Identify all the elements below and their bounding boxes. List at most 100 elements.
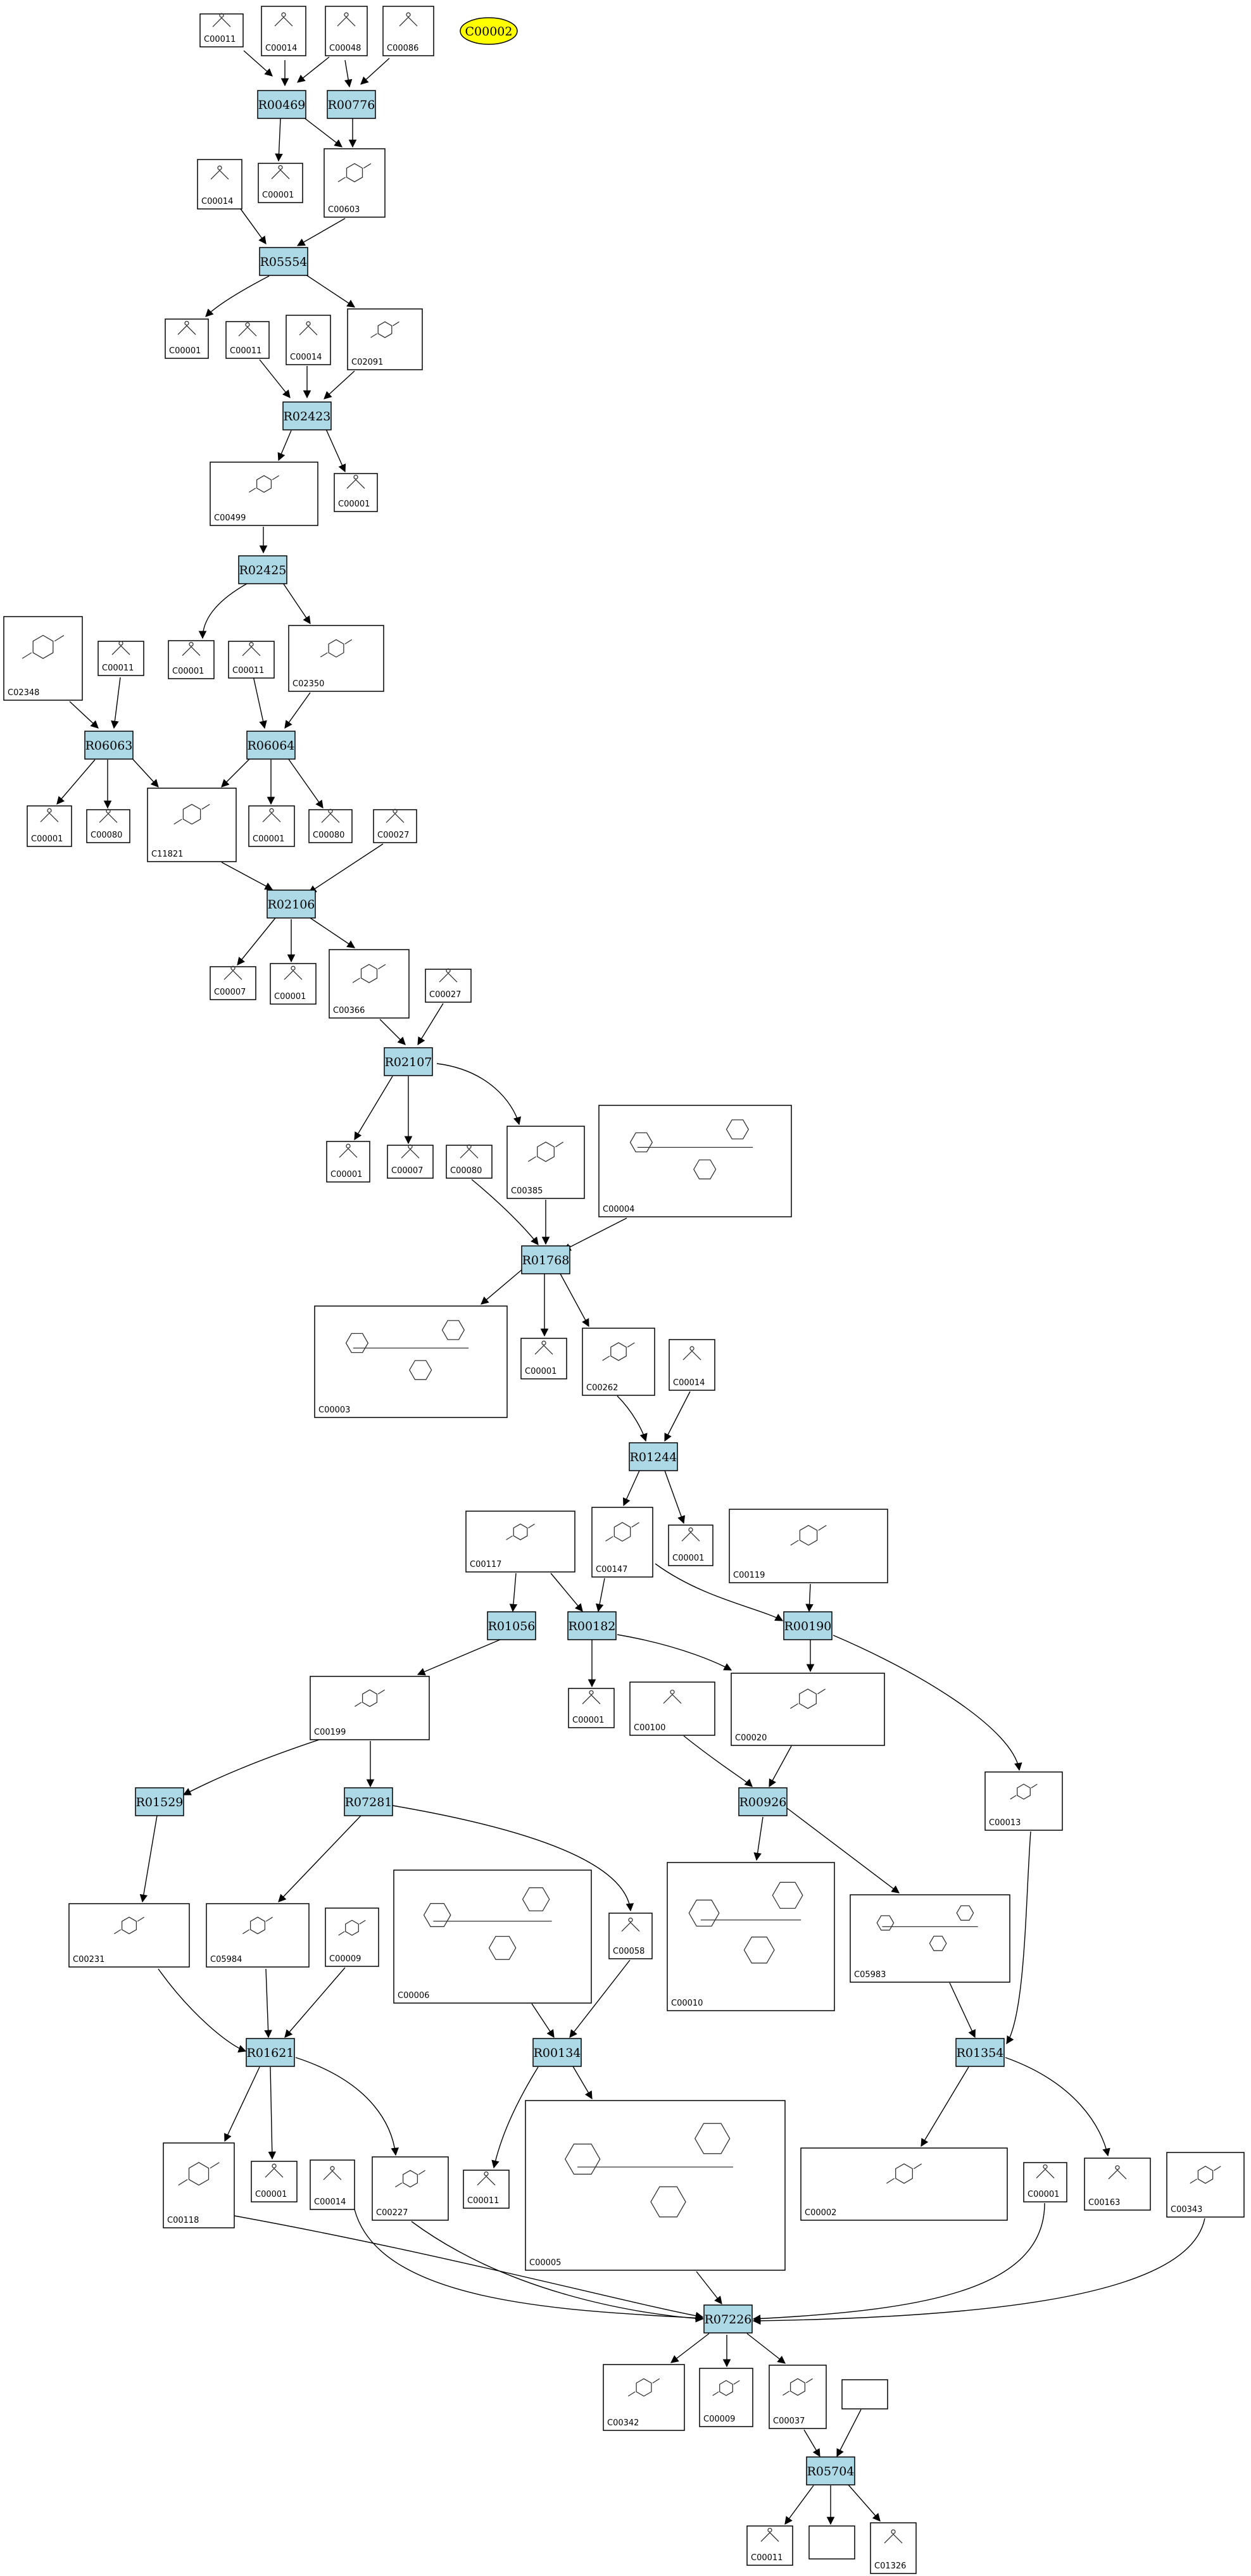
compound-node[interactable]: C00009 [699, 2368, 753, 2427]
compound-node[interactable]: C00119 [729, 1509, 888, 1583]
compound-node[interactable]: C00027 [373, 808, 417, 843]
compound-node[interactable]: C11821 [147, 788, 237, 862]
compound-node[interactable]: C00011 [97, 641, 144, 676]
reaction-node[interactable]: R05554 [259, 247, 308, 276]
compound-node[interactable]: C00007 [387, 1144, 434, 1179]
compound-node[interactable]: C00058 [608, 1913, 653, 1959]
structure-icon [1190, 2166, 1221, 2184]
reaction-node[interactable]: R02423 [282, 401, 332, 430]
compound-node[interactable]: C00011 [199, 13, 244, 47]
reaction-node[interactable]: R07226 [703, 2304, 753, 2334]
edge-arrow [344, 60, 353, 88]
compound-node[interactable]: C00231 [68, 1903, 190, 1968]
compound-node[interactable]: C05983 [850, 1894, 1010, 1983]
compound-node[interactable]: C00014 [669, 1339, 715, 1391]
reaction-node[interactable]: R06064 [246, 731, 296, 760]
compound-node[interactable]: C00343 [1166, 2152, 1245, 2218]
compound-node[interactable]: C00118 [163, 2142, 235, 2228]
compound-node[interactable] [808, 2525, 855, 2560]
reaction-node[interactable]: R01244 [629, 1442, 678, 1471]
compound-node[interactable]: C00027 [425, 968, 472, 1003]
reaction-node[interactable]: R00182 [567, 1611, 617, 1640]
reaction-node[interactable]: R05704 [806, 2456, 855, 2485]
structure-icon [370, 321, 399, 338]
compound-node[interactable]: C00048 [325, 6, 368, 56]
reaction-node[interactable]: R00776 [327, 90, 376, 119]
compound-node[interactable]: C00001 [334, 473, 378, 512]
compound-node[interactable]: C00147 [591, 1507, 653, 1578]
compound-node[interactable]: C00014 [286, 315, 331, 365]
reaction-node[interactable]: R00134 [532, 2038, 582, 2067]
compound-node[interactable]: C00199 [310, 1676, 430, 1740]
compound-node[interactable]: C00009 [325, 1907, 379, 1967]
compound-node[interactable]: C00013 [984, 1771, 1063, 1831]
edge-arrow [595, 1578, 605, 1612]
compound-node[interactable] [841, 2379, 888, 2410]
compound-node[interactable]: C00001 [248, 805, 295, 847]
compound-node[interactable]: C00001 [568, 1688, 615, 1728]
compound-node[interactable]: C00342 [603, 2364, 685, 2431]
compound-node[interactable]: C00011 [228, 641, 275, 679]
reaction-node[interactable]: R01056 [487, 1611, 536, 1640]
compound-node[interactable]: C00014 [261, 6, 306, 56]
reaction-node[interactable]: R00926 [738, 1787, 788, 1816]
highlight-node[interactable]: C00002 [460, 17, 518, 45]
compound-node[interactable]: C00037 [769, 2365, 827, 2429]
compound-node[interactable]: C00005 [525, 2100, 786, 2271]
compound-node[interactable]: C00499 [210, 462, 318, 526]
compound-node[interactable]: C00004 [598, 1105, 792, 1217]
compound-node[interactable]: C00080 [308, 808, 353, 843]
edge-arrow [803, 2429, 820, 2458]
compound-node[interactable]: C00603 [324, 148, 386, 218]
reaction-node[interactable]: R01354 [955, 2038, 1005, 2067]
compound-node[interactable]: C00010 [667, 1862, 835, 2011]
compound-node[interactable]: C00001 [251, 2161, 298, 2202]
compound-node[interactable]: C02091 [347, 308, 423, 370]
reaction-node[interactable]: R00190 [783, 1611, 833, 1640]
compound-node[interactable]: C00001 [258, 163, 303, 203]
compound-node[interactable]: C00011 [746, 2525, 793, 2566]
reaction-node[interactable]: R01768 [521, 1245, 570, 1274]
compound-node[interactable]: C00007 [210, 965, 256, 1000]
compound-node[interactable]: C00080 [86, 808, 130, 843]
compound-node[interactable]: C05984 [206, 1903, 310, 1968]
compound-node[interactable]: C00262 [582, 1328, 655, 1396]
compound-node[interactable]: C00086 [382, 6, 434, 56]
compound-node[interactable]: C00001 [270, 963, 317, 1005]
compound-node[interactable]: C00002 [800, 2147, 1008, 2221]
reaction-node[interactable]: R07281 [344, 1787, 393, 1816]
reaction-node[interactable]: R01621 [246, 2038, 295, 2067]
compound-box [382, 6, 434, 56]
compound-node[interactable]: C00001 [168, 640, 215, 679]
reaction-node[interactable]: R02107 [384, 1047, 433, 1076]
compound-node[interactable]: C00001 [165, 318, 209, 359]
compound-node[interactable]: C00117 [465, 1511, 575, 1573]
compound-node[interactable]: C00006 [393, 1869, 592, 2004]
compound-node[interactable]: C00003 [314, 1305, 508, 1418]
compound-node[interactable]: C00001 [668, 1524, 714, 1566]
compound-node[interactable]: C00385 [506, 1126, 585, 1199]
compound-node[interactable]: C00163 [1084, 2158, 1151, 2211]
compound-node[interactable]: C00001 [520, 1338, 567, 1379]
reaction-node[interactable]: R01529 [135, 1787, 184, 1816]
compound-node[interactable]: C00100 [629, 1681, 715, 1736]
reaction-node[interactable]: R00469 [257, 90, 306, 119]
compound-node[interactable]: C00366 [329, 949, 410, 1019]
compound-node[interactable]: C00014 [197, 159, 242, 210]
reaction-node[interactable]: R06063 [84, 731, 134, 760]
reaction-node[interactable]: R02425 [238, 555, 287, 584]
compound-node[interactable]: C00011 [225, 321, 270, 359]
compound-node[interactable]: C02350 [288, 625, 384, 692]
reaction-node[interactable]: R02106 [267, 889, 316, 919]
compound-box [746, 2525, 793, 2566]
compound-node[interactable]: C00001 [326, 1141, 370, 1183]
compound-node[interactable]: C00014 [310, 2159, 355, 2210]
compound-node[interactable]: C00001 [1023, 2162, 1067, 2202]
compound-node[interactable]: C01326 [870, 2522, 917, 2574]
compound-node[interactable]: C00020 [731, 1673, 885, 1746]
compound-node[interactable]: C02348 [3, 616, 83, 701]
compound-node[interactable]: C00227 [372, 2156, 449, 2221]
compound-node[interactable]: C00001 [27, 805, 72, 847]
compound-node[interactable]: C00011 [463, 2170, 510, 2209]
compound-node[interactable]: C00080 [446, 1144, 493, 1179]
